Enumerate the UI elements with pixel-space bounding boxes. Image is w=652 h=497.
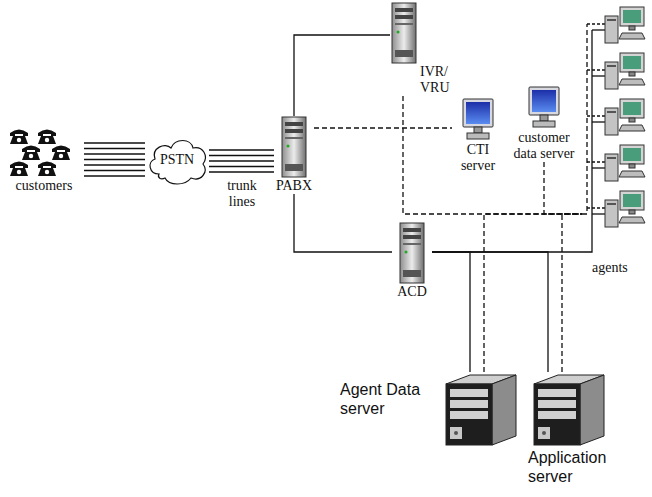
icon-holder xyxy=(582,2,648,258)
connector xyxy=(294,35,390,116)
agent-workstations xyxy=(582,2,648,258)
voice-line xyxy=(432,252,470,372)
node-label: customer data server xyxy=(510,130,578,162)
voice-line xyxy=(84,148,145,149)
server-node: Agent Data server xyxy=(340,372,520,448)
voice-line xyxy=(84,175,145,176)
text-block: customer data server xyxy=(510,130,578,162)
server-icon xyxy=(390,2,418,64)
node-label: ACD xyxy=(392,284,432,300)
text-block: IVR/ VRU xyxy=(420,64,454,96)
connector xyxy=(84,143,145,176)
telephone-icons xyxy=(6,128,82,178)
server-node: Application server xyxy=(528,372,638,486)
monitor-icon xyxy=(462,98,494,142)
text-block: ACD xyxy=(392,284,432,300)
server-box-icon xyxy=(528,372,608,448)
node-label: PABX xyxy=(274,178,314,194)
icon-holder xyxy=(452,98,504,142)
text-block: CTI server xyxy=(452,142,504,174)
server-node: PABX xyxy=(274,116,314,194)
connector xyxy=(544,162,582,214)
node-label: CTI server xyxy=(452,142,504,174)
agents-group: agents xyxy=(582,2,648,276)
node-label: IVR/ VRU xyxy=(420,64,454,96)
dashed-data-link xyxy=(314,127,452,128)
voice-line xyxy=(209,171,274,172)
icon-holder xyxy=(528,372,638,448)
node-label: agents xyxy=(592,260,648,276)
voice-line xyxy=(209,166,274,167)
node-label: PSTN xyxy=(160,152,194,168)
icon-holder xyxy=(440,372,520,448)
server-node: IVR/ VRU xyxy=(390,2,454,96)
node-label: customers xyxy=(4,178,84,194)
dashed-data-link xyxy=(544,162,582,214)
network-cloud: PSTN xyxy=(145,134,209,186)
voice-line xyxy=(84,153,145,154)
text-block: customers xyxy=(4,178,84,194)
icon-holder xyxy=(392,222,432,284)
connector xyxy=(432,252,470,372)
icon-holder xyxy=(274,116,314,178)
customers-group: customers xyxy=(4,128,84,194)
icon-holder xyxy=(390,2,454,64)
server-box-icon xyxy=(440,372,520,448)
dashed-data-link xyxy=(484,214,582,372)
voice-line xyxy=(209,155,274,156)
voice-line xyxy=(84,164,145,165)
computer-node: customer data server xyxy=(510,86,578,162)
voice-line xyxy=(209,149,274,150)
text-block: PABX xyxy=(274,178,314,194)
voice-line xyxy=(294,35,390,116)
server-icon xyxy=(398,222,426,284)
voice-line xyxy=(84,142,145,143)
connector xyxy=(294,194,392,252)
connector xyxy=(432,252,548,372)
voice-line xyxy=(209,160,274,161)
monitor-icon xyxy=(528,86,560,130)
text-block: Agent Data server xyxy=(340,380,436,418)
text-block: PSTN xyxy=(145,134,209,186)
voice-line xyxy=(432,252,548,372)
connector xyxy=(209,150,274,172)
server-icon xyxy=(280,116,308,178)
connector xyxy=(484,214,582,372)
voice-line xyxy=(294,194,392,252)
voice-line xyxy=(84,159,145,160)
text-block: Application server xyxy=(528,448,638,486)
connector xyxy=(314,128,452,129)
dashed-data-link xyxy=(562,214,582,372)
icon-holder xyxy=(4,128,84,178)
node-label: Agent Data server xyxy=(340,380,436,418)
computer-node: CTI server xyxy=(452,98,504,174)
icon-holder xyxy=(510,86,578,130)
voice-line xyxy=(84,170,145,171)
line-label: trunk lines xyxy=(219,178,265,210)
text-block: agents xyxy=(592,260,648,276)
node-label: Application server xyxy=(528,448,638,486)
server-node: ACD xyxy=(392,222,432,300)
connector xyxy=(562,214,582,372)
